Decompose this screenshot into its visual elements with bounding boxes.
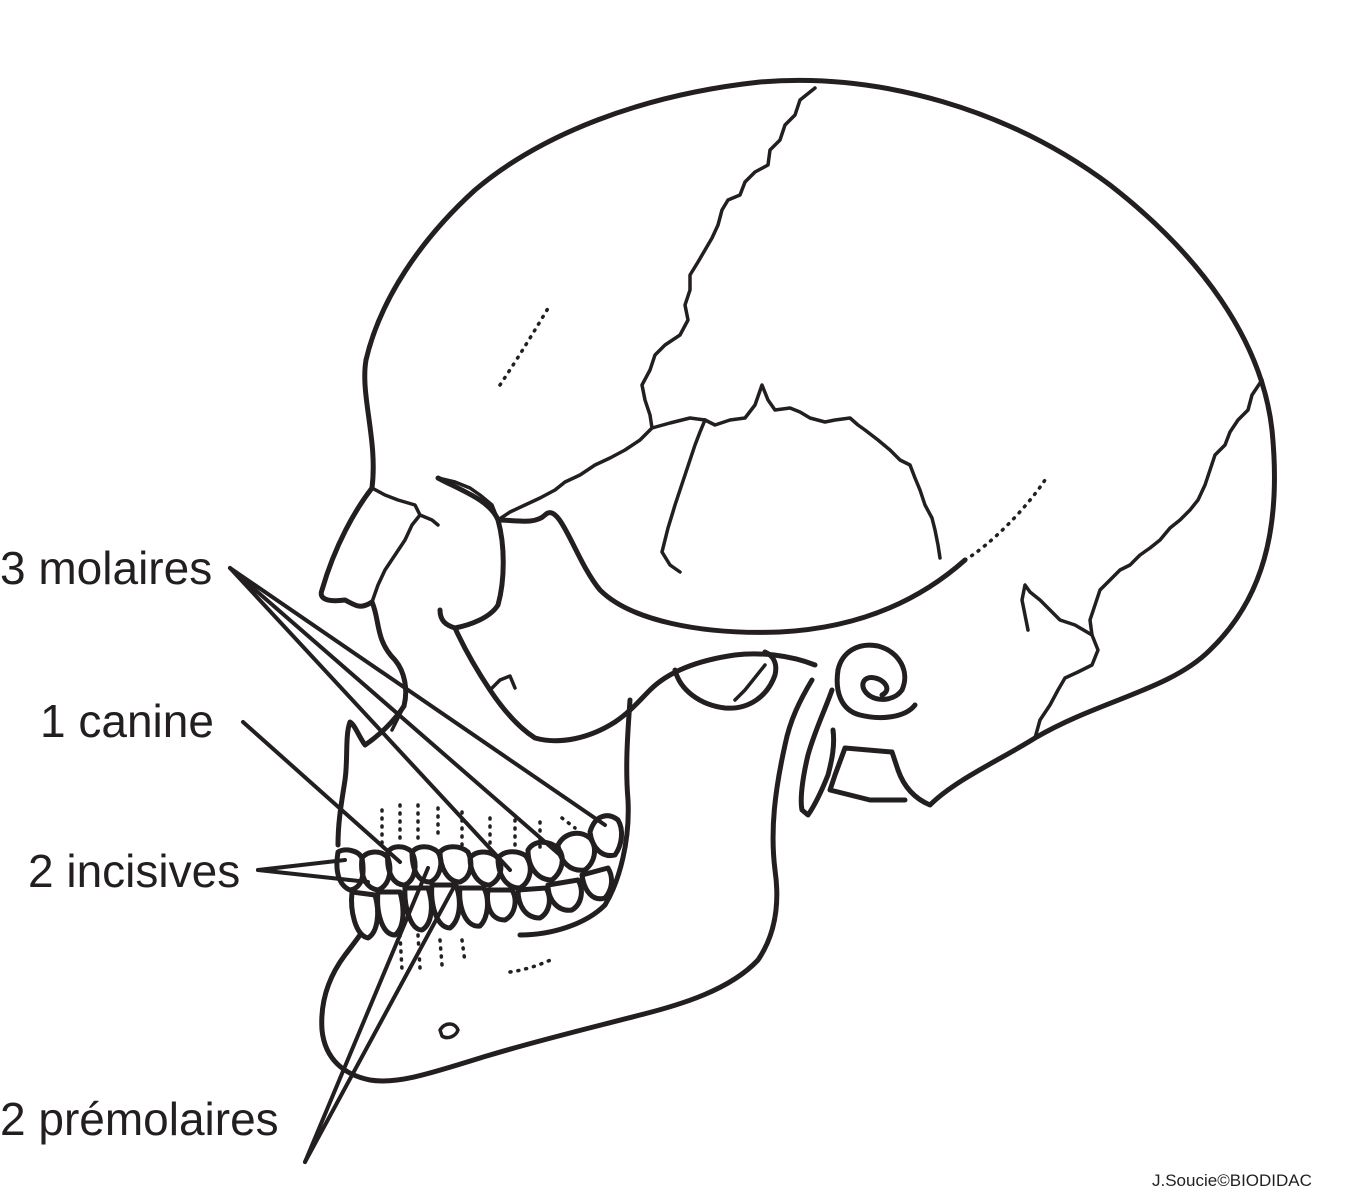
cranium-outline	[362, 77, 1277, 808]
squamous-suture	[703, 383, 942, 560]
temporal-line	[495, 510, 968, 635]
mandible	[319, 677, 815, 1084]
styloid-process	[798, 687, 837, 818]
molars-leaders	[228, 566, 607, 872]
cheek-suture	[488, 674, 517, 692]
incisors-label: 2 incisives	[28, 845, 241, 897]
credit-text: J.Soucie©BIODIDAC	[1152, 1171, 1312, 1190]
mandible-dots	[508, 956, 557, 974]
mental-foramen	[438, 1022, 460, 1040]
mastoid-suture	[1020, 583, 1094, 637]
premolars-leaders	[303, 866, 457, 1164]
frontal-suture	[496, 416, 707, 522]
ear-process	[834, 667, 918, 720]
condyle-notch	[733, 663, 767, 702]
condyle	[672, 649, 779, 711]
maxilla-suture	[390, 704, 406, 732]
orbit-rim	[435, 475, 506, 631]
brow-ridge	[318, 485, 409, 709]
temporal-line-dots	[963, 478, 1047, 562]
ramus-front	[517, 697, 633, 938]
nasal-bone	[370, 486, 422, 604]
sphenoid-suture	[436, 476, 500, 522]
lower-teeth	[349, 865, 615, 941]
lambdoid-suture	[1033, 378, 1264, 740]
occipital-base	[827, 745, 908, 803]
maxilla-front	[335, 703, 407, 848]
coronal-suture	[640, 86, 817, 430]
canine-leader	[241, 720, 402, 864]
root-dots	[380, 803, 577, 850]
frontal-dots	[498, 303, 552, 387]
ear-canal	[835, 642, 908, 702]
incisors-leaders	[256, 858, 370, 884]
premolars-label: 2 prémolaires	[0, 1093, 279, 1145]
squamous-inner	[660, 418, 707, 574]
canine-label: 1 canine	[40, 695, 214, 747]
molars-label: 3 molaires	[0, 542, 213, 594]
orbit-edge	[418, 513, 440, 527]
zygomatic-arch	[452, 625, 818, 744]
